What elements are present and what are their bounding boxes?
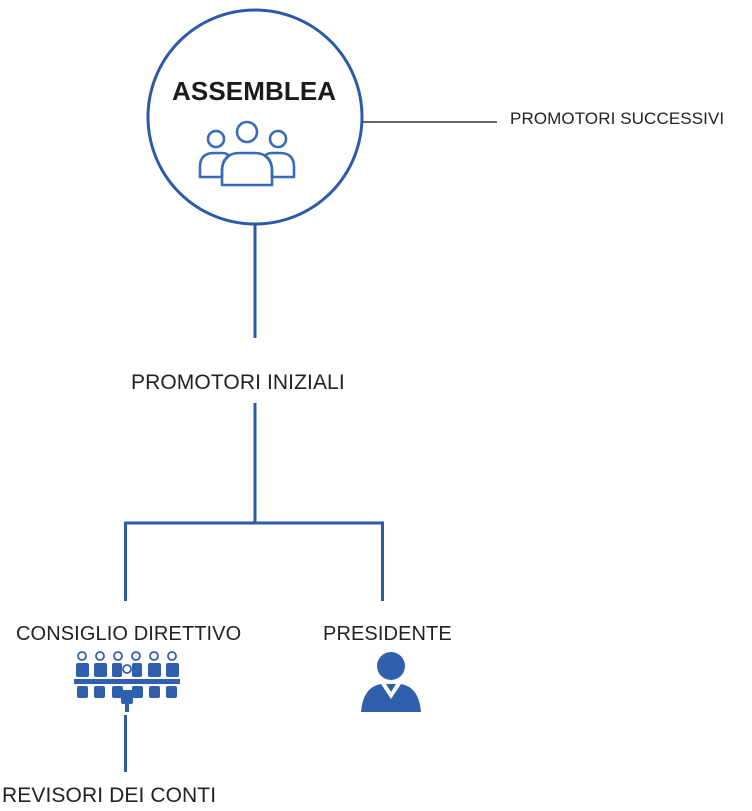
bottom-node-label: REVISORI DEI CONTI [2,784,217,807]
left-node-label: CONSIGLIO DIRETTIVO [16,623,242,645]
middle-label: PROMOTORI INIZIALI [131,371,345,394]
person-icon [361,652,421,712]
group-people-icon [198,120,296,187]
right-node-label: PRESIDENTE [323,623,452,645]
side-branch-label: PROMOTORI SUCCESSIVI [510,109,725,128]
assembly-title: ASSEMBLEA [172,76,337,106]
assembly-circle [146,8,364,226]
board-members-icon [74,651,180,712]
